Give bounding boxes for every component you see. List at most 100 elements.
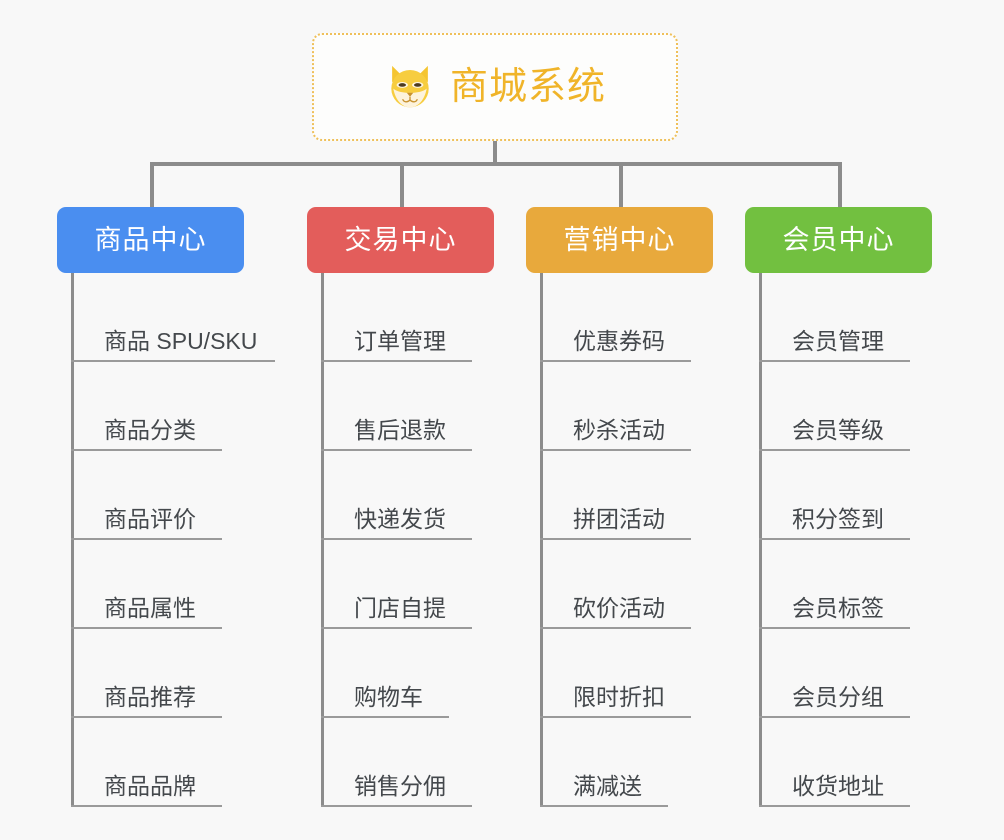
leaf-label: 会员管理	[792, 328, 884, 354]
leaf-item[interactable]: 商品推荐	[57, 629, 244, 718]
leaf-item[interactable]: 积分签到	[745, 451, 932, 540]
leaf-underline	[540, 538, 691, 540]
connector-drop-trade-center	[400, 162, 404, 207]
branch-spine-marketing-center	[540, 273, 543, 807]
leaf-label: 秒杀活动	[573, 417, 665, 443]
leaf-item[interactable]: 商品 SPU/SKU	[57, 273, 275, 362]
leaf-item[interactable]: 快递发货	[307, 451, 494, 540]
leaf-underline	[321, 538, 472, 540]
leaf-underline	[321, 627, 472, 629]
leaf-label: 满减送	[573, 773, 642, 799]
leaf-underline	[321, 449, 472, 451]
leaf-label: 门店自提	[354, 595, 446, 621]
leaf-label: 砍价活动	[573, 595, 665, 621]
branch-column-member-center: 会员中心会员管理会员等级积分签到会员标签会员分组收货地址	[745, 207, 932, 807]
branch-spine-product-center	[71, 273, 74, 807]
leaf-item[interactable]: 会员管理	[745, 273, 932, 362]
leaf-underline	[759, 449, 910, 451]
branch-spine-trade-center	[321, 273, 324, 807]
leaf-underline	[540, 805, 668, 807]
leaf-underline	[540, 360, 691, 362]
leaf-underline	[759, 627, 910, 629]
leaf-label: 售后退款	[354, 417, 446, 443]
leaf-label: 拼团活动	[573, 506, 665, 532]
leaf-item[interactable]: 优惠券码	[526, 273, 713, 362]
leaf-label: 积分签到	[792, 506, 884, 532]
leaf-underline	[321, 805, 472, 807]
leaf-label: 会员标签	[792, 595, 884, 621]
leaf-label: 销售分佣	[354, 773, 446, 799]
root-node-shop-system[interactable]: 商城系统	[312, 33, 678, 141]
leaf-item[interactable]: 会员等级	[745, 362, 932, 451]
category-box-product-center[interactable]: 商品中心	[57, 207, 244, 273]
leaf-underline	[540, 449, 691, 451]
leaf-item[interactable]: 商品评价	[57, 451, 244, 540]
connector-root-stub	[493, 141, 497, 164]
leaf-underline	[321, 716, 449, 718]
leaf-underline	[759, 538, 910, 540]
leaf-list-marketing-center: 优惠券码秒杀活动拼团活动砍价活动限时折扣满减送	[526, 273, 713, 807]
category-box-member-center[interactable]: 会员中心	[745, 207, 932, 273]
leaf-item[interactable]: 收货地址	[745, 718, 932, 807]
leaf-item[interactable]: 满减送	[526, 718, 713, 807]
leaf-item[interactable]: 拼团活动	[526, 451, 713, 540]
leaf-label: 商品属性	[104, 595, 196, 621]
branch-column-trade-center: 交易中心订单管理售后退款快递发货门店自提购物车销售分佣	[307, 207, 494, 807]
leaf-item[interactable]: 会员分组	[745, 629, 932, 718]
leaf-underline	[321, 360, 472, 362]
connector-drop-product-center	[150, 162, 154, 207]
leaf-underline	[759, 716, 910, 718]
category-label: 商品中心	[94, 224, 207, 255]
leaf-label: 商品分类	[104, 417, 196, 443]
leaf-label: 购物车	[354, 684, 423, 710]
category-label: 会员中心	[782, 224, 895, 255]
leaf-item[interactable]: 商品品牌	[57, 718, 244, 807]
leaf-label: 限时折扣	[573, 684, 665, 710]
shiba-dog-icon	[391, 65, 429, 108]
leaf-item[interactable]: 秒杀活动	[526, 362, 713, 451]
branch-column-marketing-center: 营销中心优惠券码秒杀活动拼团活动砍价活动限时折扣满减送	[526, 207, 713, 807]
leaf-underline	[71, 716, 222, 718]
branch-spine-member-center	[759, 273, 762, 807]
category-label: 营销中心	[563, 224, 676, 255]
leaf-item[interactable]: 商品属性	[57, 540, 244, 629]
leaf-label: 商品评价	[104, 506, 196, 532]
leaf-list-product-center: 商品 SPU/SKU 商品分类商品评价商品属性商品推荐商品品牌	[57, 273, 275, 807]
leaf-underline	[540, 716, 691, 718]
leaf-underline	[71, 805, 222, 807]
leaf-label: 会员分组	[792, 684, 884, 710]
connector-drop-member-center	[838, 162, 842, 207]
leaf-item[interactable]: 订单管理	[307, 273, 494, 362]
leaf-underline	[71, 360, 275, 362]
leaf-item[interactable]: 销售分佣	[307, 718, 494, 807]
leaf-list-member-center: 会员管理会员等级积分签到会员标签会员分组收货地址	[745, 273, 932, 807]
leaf-label: 快递发货	[354, 506, 446, 532]
leaf-item[interactable]: 会员标签	[745, 540, 932, 629]
leaf-item[interactable]: 限时折扣	[526, 629, 713, 718]
category-box-marketing-center[interactable]: 营销中心	[526, 207, 713, 273]
category-label: 交易中心	[344, 224, 457, 255]
leaf-label: 收货地址	[792, 773, 884, 799]
leaf-underline	[759, 360, 910, 362]
leaf-underline	[71, 627, 222, 629]
connector-horizontal-bus	[150, 162, 839, 166]
leaf-item[interactable]: 购物车	[307, 629, 494, 718]
branch-column-product-center: 商品中心商品 SPU/SKU 商品分类商品评价商品属性商品推荐商品品牌	[57, 207, 275, 807]
leaf-label: 商品推荐	[104, 684, 196, 710]
leaf-underline	[71, 538, 222, 540]
leaf-underline	[759, 805, 910, 807]
leaf-label: 商品品牌	[104, 773, 196, 799]
leaf-item[interactable]: 商品分类	[57, 362, 244, 451]
category-box-trade-center[interactable]: 交易中心	[307, 207, 494, 273]
connector-drop-marketing-center	[619, 162, 623, 207]
leaf-underline	[540, 627, 691, 629]
leaf-list-trade-center: 订单管理售后退款快递发货门店自提购物车销售分佣	[307, 273, 494, 807]
root-title: 商城系统	[449, 66, 606, 108]
leaf-item[interactable]: 售后退款	[307, 362, 494, 451]
leaf-item[interactable]: 砍价活动	[526, 540, 713, 629]
leaf-item[interactable]: 门店自提	[307, 540, 494, 629]
leaf-label: 订单管理	[354, 328, 446, 354]
leaf-label: 商品 SPU/SKU	[104, 328, 258, 354]
leaf-label: 优惠券码	[573, 328, 665, 354]
